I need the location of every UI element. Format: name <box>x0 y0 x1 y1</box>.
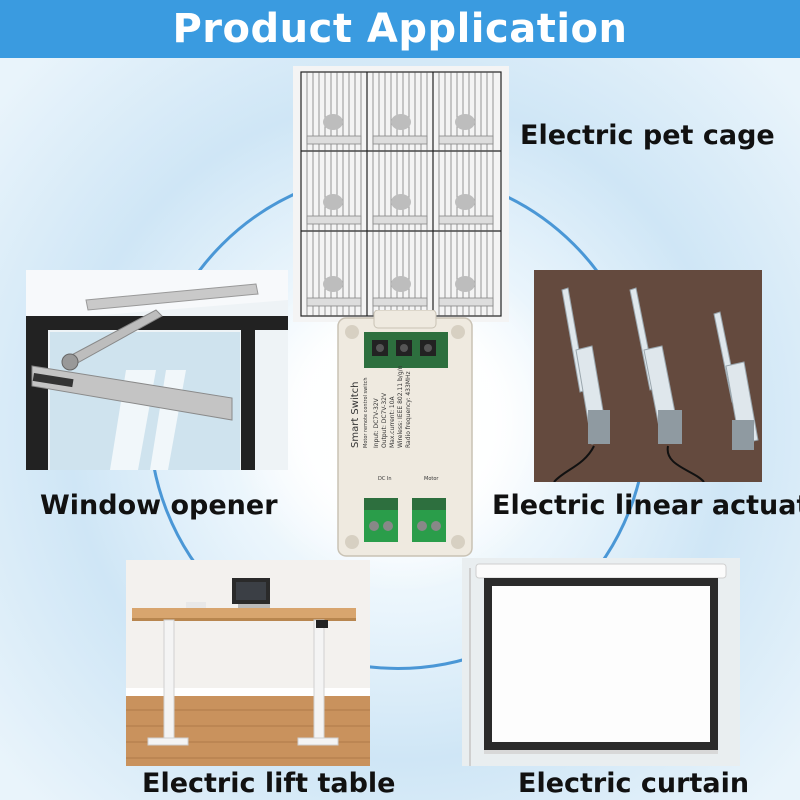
device-text: Smart Switch Motor remote control switch… <box>350 248 470 448</box>
page-title: Product Application <box>172 6 628 52</box>
device-spec: Max.current: 10A <box>389 396 396 448</box>
device-spec: Output: DC7V-32V <box>381 392 388 448</box>
device-spec: Wireless: IEEE 802.11 b/g/n <box>397 365 404 448</box>
label-window-opener: Window opener <box>40 490 278 521</box>
projection-screen-photo <box>462 558 740 766</box>
smart-switch-device <box>334 310 476 564</box>
port-motor-label: Motor <box>424 476 439 482</box>
device-spec: Input: DC7V-32V <box>373 398 380 448</box>
pet-cage-photo <box>293 66 509 322</box>
label-electric-curtain: Electric curtain <box>518 768 750 799</box>
label-pet-cage: Electric pet cage <box>520 120 775 151</box>
device-subtitle: Motor remote control switch <box>363 377 369 449</box>
linear-actuator-photo <box>534 270 762 482</box>
device-spec: Radio frequency: 433MHz <box>405 371 412 448</box>
port-dc-label: DC In <box>378 476 392 482</box>
label-linear-actuator: Electric linear actuator <box>492 490 800 521</box>
lift-table-photo <box>126 560 370 766</box>
header-banner: Product Application <box>0 0 800 58</box>
device-title: Smart Switch <box>350 381 361 449</box>
label-lift-table: Electric lift table <box>142 768 396 799</box>
window-opener-photo <box>26 270 288 470</box>
